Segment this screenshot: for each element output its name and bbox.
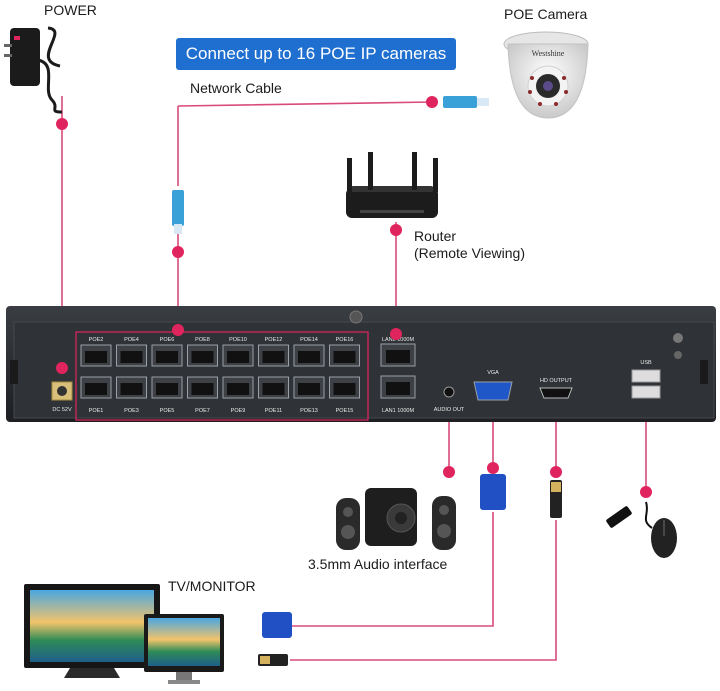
vga-connector-icon: [262, 474, 506, 638]
poe-port-socket: [85, 351, 107, 363]
hdmi-connector-icon: [258, 480, 562, 666]
poe-port-label: POE3: [124, 408, 139, 414]
poe-port-socket: [333, 351, 356, 363]
hdmi-cable-line: [290, 410, 557, 661]
poe-port-grid: POE2POE1POE4POE3POE6POE5POE8POE7POE10POE…: [80, 337, 360, 414]
connector-dot: [550, 466, 562, 478]
router-remote-label: (Remote Viewing): [414, 245, 526, 261]
poe-port-socket: [333, 383, 356, 395]
poe-port-label: POE4: [124, 337, 139, 343]
poe-port-socket: [156, 383, 178, 395]
poe-port-label: POE16: [336, 337, 354, 343]
poe-port-label: POE5: [160, 408, 175, 414]
network-cable-plug-icon: [172, 96, 489, 234]
speakers-icon: [336, 488, 456, 550]
connector-dot: [390, 224, 402, 236]
poe-port-socket: [262, 351, 285, 363]
vga-label: VGA: [487, 370, 499, 376]
connector-dot: [426, 96, 438, 108]
poe-port-label: POE8: [195, 337, 210, 343]
poe-port-label: POE15: [336, 408, 354, 414]
connector-dot: [172, 324, 184, 336]
poe-port-socket: [262, 383, 285, 395]
connector-dot: [443, 466, 455, 478]
connector-dot: [390, 328, 402, 340]
poe-camera-icon: Westshine: [503, 31, 589, 119]
connector-dot: [56, 118, 68, 130]
connector-dot: [640, 486, 652, 498]
audio-out-label: AUDIO OUT: [434, 407, 465, 413]
poe-port-socket: [156, 351, 178, 363]
usb-label: USB: [640, 360, 652, 366]
connector-dot: [56, 362, 68, 374]
poe-port-socket: [191, 383, 214, 395]
poe-port-socket: [85, 383, 107, 395]
poe-port-socket: [298, 383, 320, 395]
poe-port-label: POE13: [300, 408, 318, 414]
connector-dots: [56, 96, 652, 498]
router-label: Router: [414, 228, 457, 244]
power-adapter-icon: [4, 26, 63, 114]
tv-monitor-icon: [24, 584, 224, 684]
poe-port-label: POE11: [265, 408, 282, 414]
poe-port-socket: [227, 383, 249, 395]
poe-port-socket: [227, 351, 249, 363]
poe-port-label: POE2: [89, 337, 104, 343]
audio-interface-label: 3.5mm Audio interface: [308, 556, 448, 572]
dc-input-label: DC 52V: [52, 407, 72, 413]
usb-mouse-icon: [606, 501, 677, 558]
camera-brand-text: Westshine: [532, 49, 565, 58]
connector-dot: [487, 462, 499, 474]
poe-port-label: POE10: [229, 337, 247, 343]
poe-port-socket: [298, 351, 320, 363]
poe-port-label: POE6: [160, 337, 175, 343]
hd-output-label: HD OUTPUT: [540, 378, 573, 384]
lan1-label: LAN1 1000M: [382, 408, 415, 414]
lan2-label: LAN2 1000M: [382, 337, 415, 343]
router-icon: [346, 152, 438, 218]
power-label: POWER: [44, 2, 97, 18]
poe-port-label: POE1: [89, 408, 104, 414]
poe-port-label: POE9: [231, 408, 246, 414]
poe-port-socket: [120, 351, 143, 363]
poe-port-label: POE7: [195, 408, 210, 414]
nvr-device: DC 52V POE2POE1POE4POE3POE6POE5POE8POE7P…: [6, 306, 716, 422]
poe-camera-label: POE Camera: [504, 6, 588, 22]
tv-monitor-label: TV/MONITOR: [168, 578, 256, 594]
poe-port-socket: [120, 383, 143, 395]
poe-port-label: POE14: [300, 337, 318, 343]
connection-banner: Connect up to 16 POE IP cameras: [176, 38, 456, 70]
network-cable-label: Network Cable: [190, 80, 282, 96]
poe-port-label: POE12: [265, 337, 283, 343]
connector-dot: [172, 246, 184, 258]
poe-port-socket: [191, 351, 214, 363]
